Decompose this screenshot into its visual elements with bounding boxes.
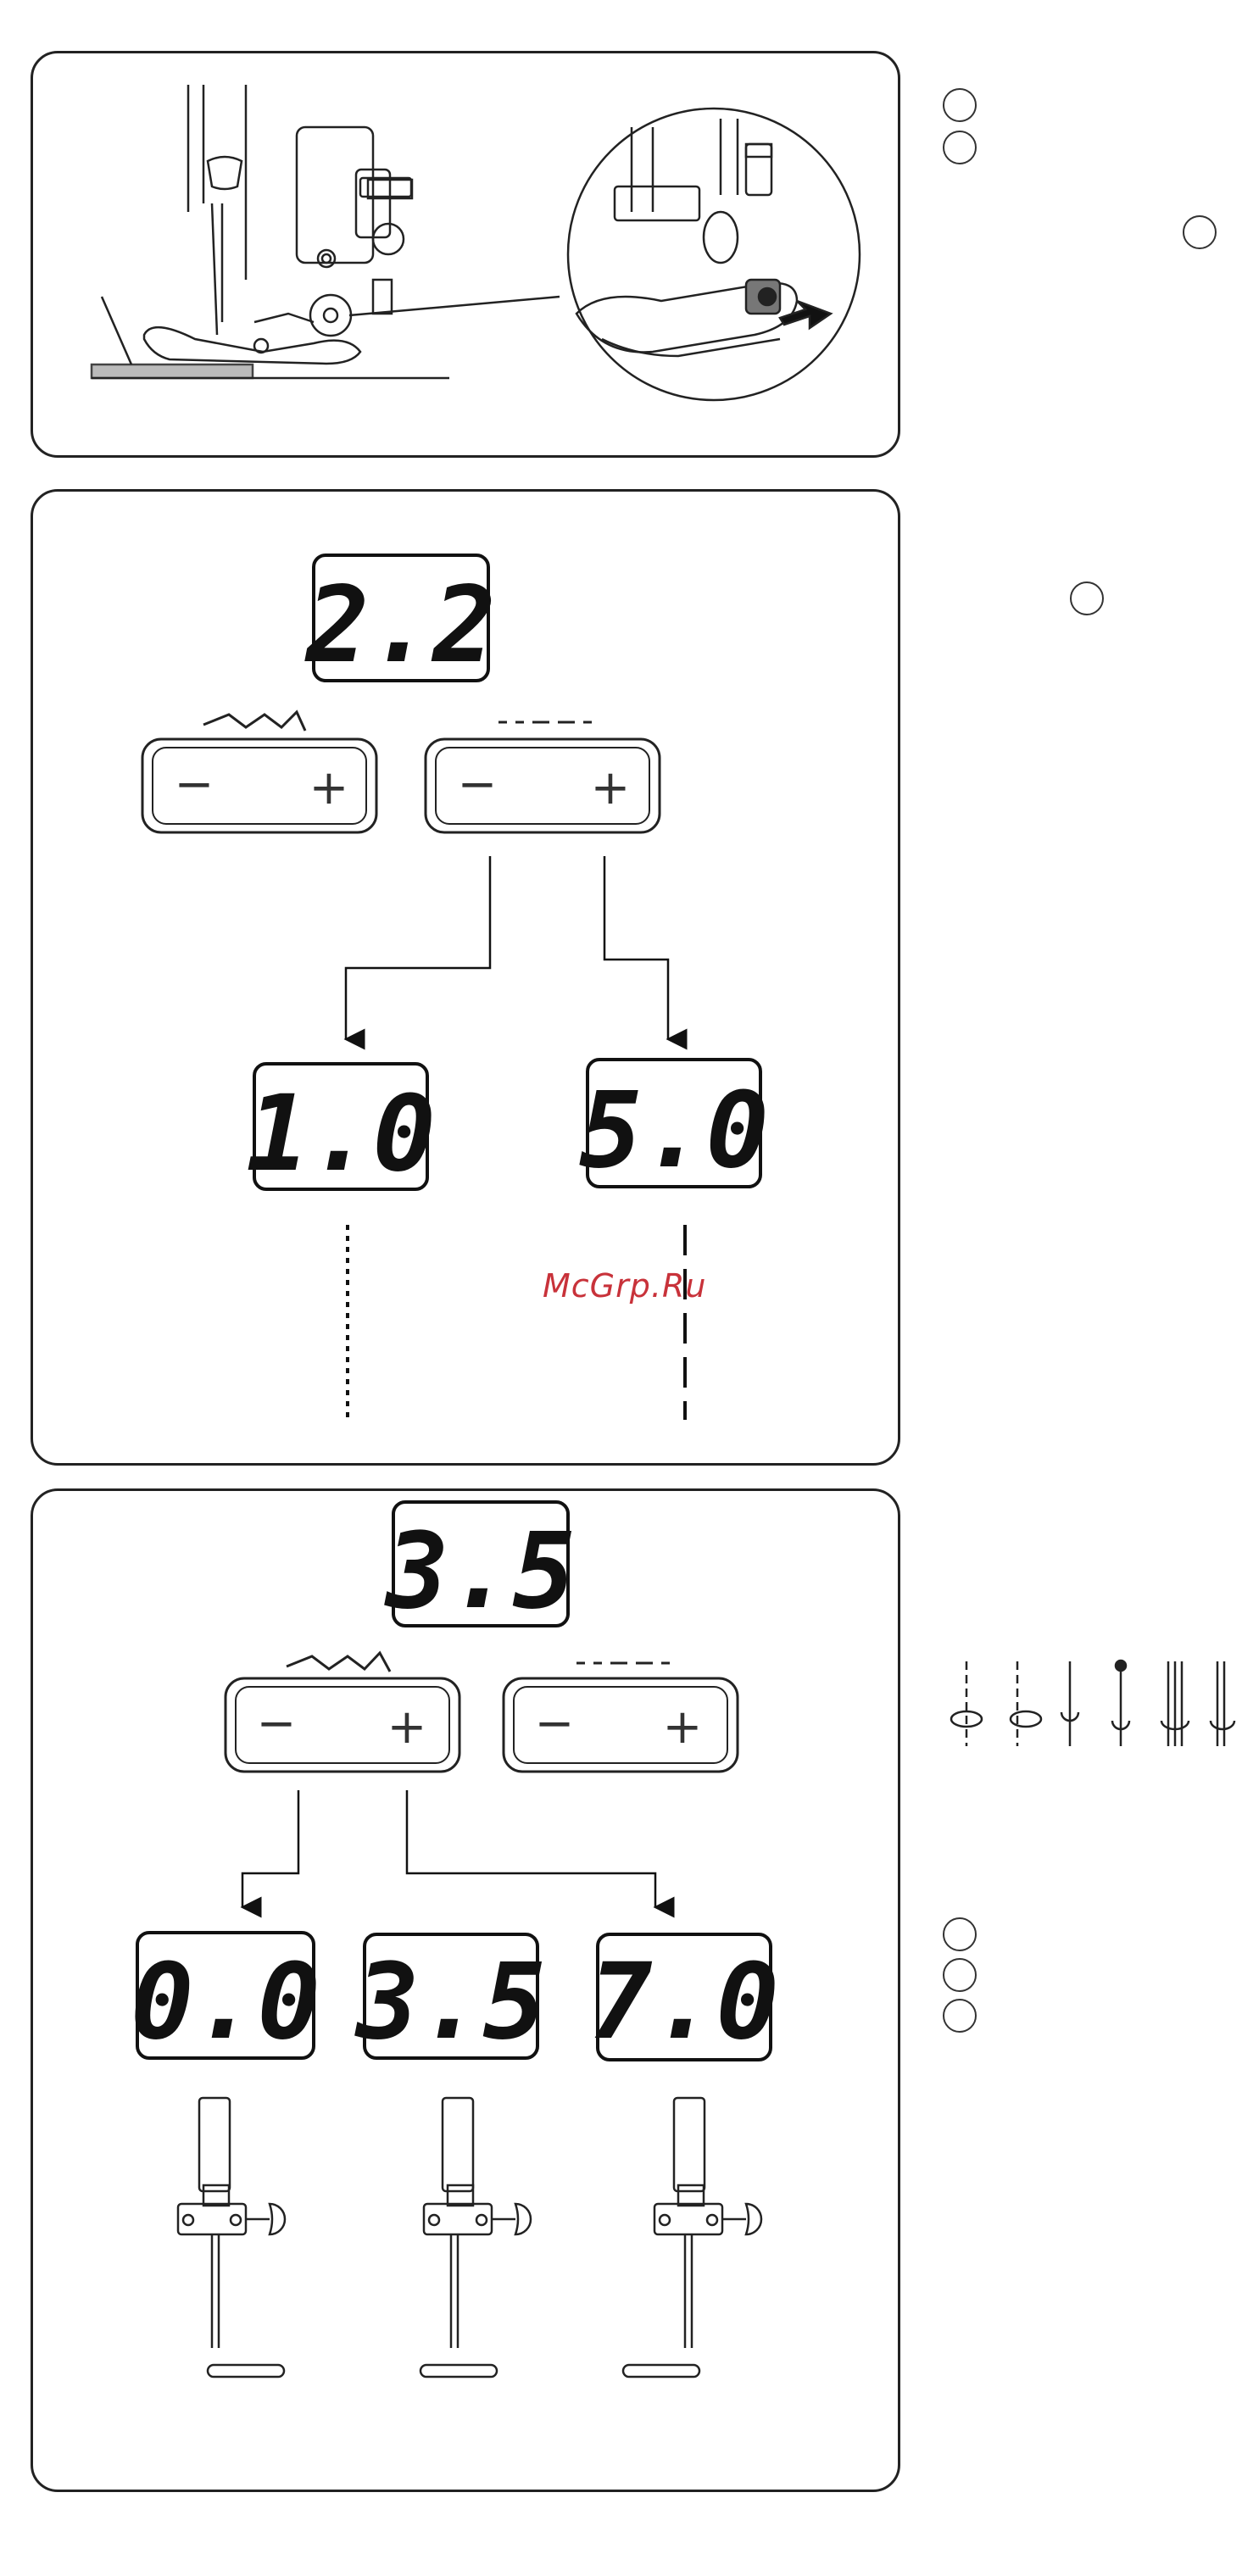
increase-arrow xyxy=(407,1790,655,1907)
zigzag-icon xyxy=(287,1653,390,1672)
lcd-display-c: 7.0 xyxy=(589,1941,779,2063)
length-decrease-button[interactable]: − xyxy=(535,1696,575,1751)
length-increase-button[interactable]: + xyxy=(663,1700,703,1755)
decrease-arrow xyxy=(346,856,490,1039)
increase-arrow xyxy=(604,856,668,1039)
zigzag-icon xyxy=(203,712,305,731)
needle-position-left-drawing xyxy=(178,2098,285,2377)
width-increase-button[interactable]: + xyxy=(309,760,349,815)
width-decrease-button[interactable]: − xyxy=(175,757,214,812)
fabric-layer xyxy=(92,364,253,378)
lcd-display-top: 3.5 xyxy=(384,1511,576,1633)
lcd-display-left: 1.0 xyxy=(246,1073,436,1195)
presser-foot-drawing xyxy=(92,85,860,400)
lcd-display-b: 3.5 xyxy=(354,1941,546,2063)
width-increase-button[interactable]: + xyxy=(387,1700,427,1755)
width-decrease-button[interactable]: − xyxy=(257,1696,297,1751)
length-increase-button[interactable]: + xyxy=(591,760,631,815)
decrease-arrow xyxy=(242,1790,298,1907)
needle-position-center-drawing xyxy=(420,2098,531,2377)
stitch-pattern-icons xyxy=(951,1661,1234,1746)
length-decrease-button[interactable]: − xyxy=(458,757,498,812)
needle-position-right-drawing xyxy=(623,2098,761,2377)
lcd-display-top: 2.2 xyxy=(304,565,496,687)
lcd-display-right: 5.0 xyxy=(579,1070,769,1192)
lcd-display-a: 0.0 xyxy=(131,1941,320,2063)
